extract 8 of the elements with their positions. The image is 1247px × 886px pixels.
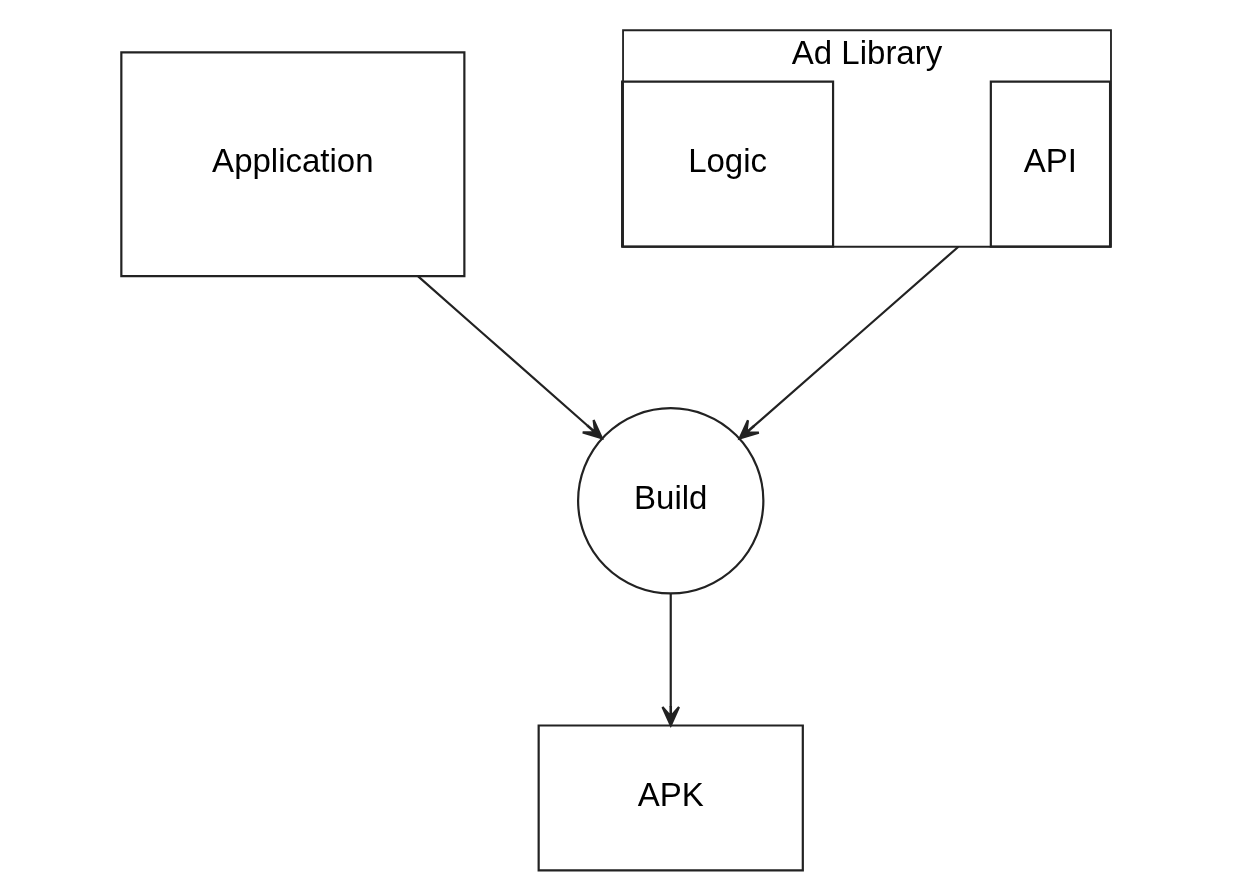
node-box: API xyxy=(989,80,1112,248)
node-box: Application xyxy=(120,51,466,278)
arrow xyxy=(738,245,960,440)
node-circle: Build xyxy=(577,407,765,595)
node-box: Logic xyxy=(621,80,835,248)
arrow xyxy=(417,275,604,440)
arrow xyxy=(661,593,681,727)
node-box: APK xyxy=(537,724,804,872)
